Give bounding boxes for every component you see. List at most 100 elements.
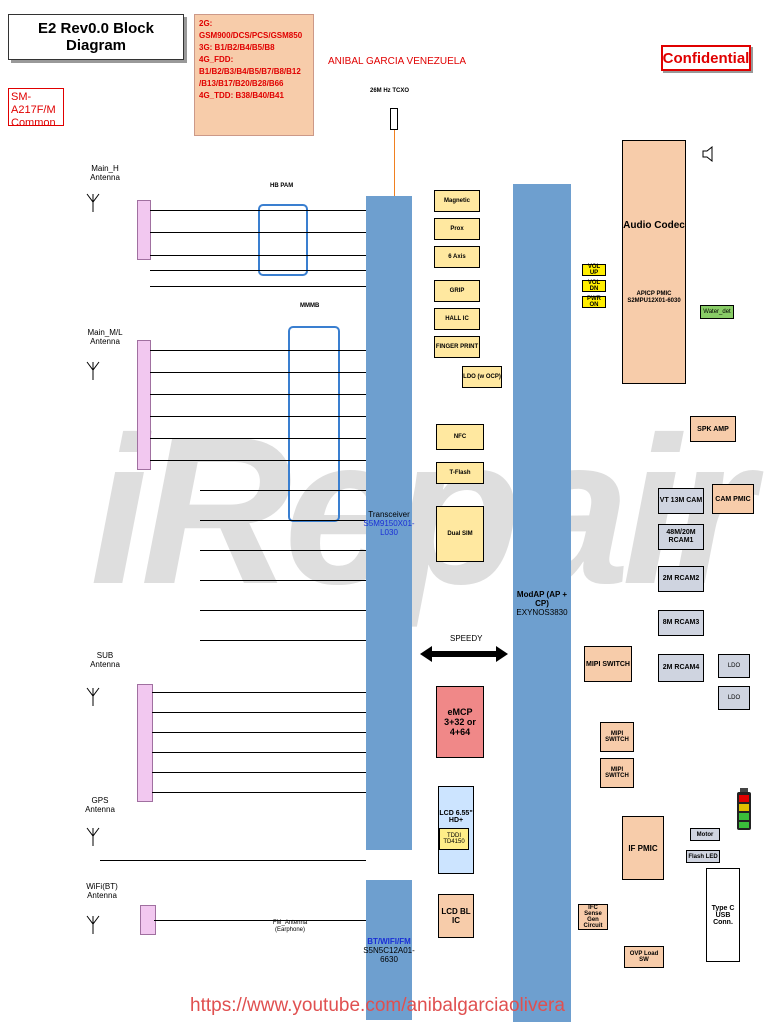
flash-led-block: Flash LED: [686, 850, 720, 863]
lcd-label: LCD 6.55" HD+: [439, 810, 473, 824]
watermark-logo: iRepair: [90, 393, 754, 628]
band-line: 3G: B1/B2/B4/B5/B8: [199, 43, 275, 52]
mipi-switch: MIPI SWITCH: [600, 722, 634, 752]
rf-wire: [150, 416, 366, 417]
audio-codec-block: Audio Codec APICP PMIC S2MPU12X01-6030: [622, 140, 686, 384]
rf-wire: [150, 438, 366, 439]
modap-label: ModAP (AP + CP): [516, 589, 568, 608]
antenna-label: Main_H Antenna: [90, 164, 120, 182]
diagram-title: E2 Rev0.0 Block Diagram: [8, 14, 184, 60]
camera-rcam1: 48M/20M RCAM1: [658, 524, 704, 550]
rf-wire: [150, 270, 366, 271]
pwr-on-button: PWR ON: [582, 296, 606, 308]
band-line: 4G_TDD: B38/B40/B41: [199, 91, 284, 100]
audio-codec-label: Audio Codec: [623, 219, 685, 231]
cam-pmic-block: CAM PMIC: [712, 484, 754, 514]
antenna-switch: [137, 340, 151, 470]
tcxo-crystal: [390, 108, 398, 130]
mipi-switch: MIPI SWITCH: [600, 758, 634, 788]
band-line: /B13/B17/B20/B28/B66: [199, 79, 284, 88]
rf-wire: [152, 772, 366, 773]
nfc-block: NFC: [436, 424, 484, 450]
antenna-icon: [86, 915, 100, 934]
wifi-chip: BT/WIFI/FM S5N5C12A01-6630: [363, 880, 415, 1020]
water-det-block: Water_det: [700, 305, 734, 319]
modap-part: EXYNOS3830: [516, 607, 568, 617]
spk-amp-block: SPK AMP: [690, 416, 736, 442]
band-line: 4G_FDD: B1/B2/B3/B4/B5/B7/B8/B12: [199, 55, 301, 76]
motor-block: Motor: [690, 828, 720, 841]
tcxo-label: 26M Hz TCXO: [370, 88, 410, 94]
band-line: 2G: GSM900/DCS/PCS/GSM850: [199, 19, 303, 40]
rf-wire: [152, 732, 366, 733]
model-label: SM-A217F/M Common: [8, 88, 64, 129]
antenna-switch: [137, 200, 151, 260]
if-pmic-block: IF PMIC: [622, 816, 664, 880]
clock-wire: [394, 130, 395, 196]
tflash-block: T-Flash: [436, 462, 484, 484]
vol-up-button: VOL UP: [582, 264, 606, 276]
confidential-badge: Confidential: [661, 45, 751, 71]
rf-wire: [200, 490, 366, 491]
youtube-link[interactable]: https://www.youtube.com/anibalgarciaoliv…: [190, 995, 565, 1016]
rf-wire: [154, 920, 366, 921]
rf-wire: [150, 460, 366, 461]
rf-wire: [200, 520, 366, 521]
tddi-block: TDDI TD4150: [439, 828, 469, 850]
band-list: 2G: GSM900/DCS/PCS/GSM850 3G: B1/B2/B4/B…: [194, 14, 314, 136]
speaker-icon: [702, 146, 713, 162]
battery-icon: [737, 788, 751, 830]
transceiver-label: Transceiver: [368, 509, 410, 519]
wifi-part: S5N5C12A01-6630: [363, 945, 415, 964]
camera-vt: VT 13M CAM: [658, 488, 704, 514]
rf-wire: [150, 350, 366, 351]
type-c-connector: Type C USB Conn.: [706, 868, 740, 962]
lcd-bl-block: LCD BL IC: [438, 894, 474, 938]
antenna-label: WiFi(BT) Antenna: [86, 882, 118, 900]
camera-rcam4: 2M RCAM4: [658, 654, 704, 682]
rf-wire: [150, 286, 366, 287]
sensor-grip: GRIP: [434, 280, 480, 302]
author-label: ANIBAL GARCIA VENEZUELA: [328, 56, 467, 67]
rf-wire: [150, 372, 366, 373]
rf-wire: [150, 232, 366, 233]
rf-wire: [200, 580, 366, 581]
rf-wire: [200, 610, 366, 611]
transceiver-part: S5M9150X01-L030: [363, 518, 415, 537]
antenna-label: SUB Antenna: [90, 651, 120, 669]
antenna-icon: [86, 827, 100, 846]
emcp-block: eMCP 3+32 or 4+64: [436, 686, 484, 758]
rf-wire: [152, 752, 366, 753]
antenna-label: Main_M/L Antenna: [87, 328, 123, 346]
antenna-icon: [86, 687, 100, 706]
rf-wire: [150, 394, 366, 395]
rf-wire: [150, 255, 366, 256]
antenna-label: GPS Antenna: [85, 796, 115, 814]
sensor-fingerprint: FINGER PRINT: [434, 336, 480, 358]
rf-wire: [152, 692, 366, 693]
sensor-hall: HALL IC: [434, 308, 480, 330]
antenna-icon: [86, 361, 100, 380]
camera-rcam2: 2M RCAM2: [658, 566, 704, 592]
transceiver-chip: Transceiver S5M9150X01-L030: [363, 196, 415, 850]
mmmb-block: [288, 326, 340, 522]
ldo-block: LDO: [718, 686, 750, 710]
rf-wire: [200, 640, 366, 641]
sensor-prox: Prox: [434, 218, 480, 240]
ldo-ocp: LDO (w OCP): [462, 366, 502, 388]
camera-rcam3: 8M RCAM3: [658, 610, 704, 636]
ldo-block: LDO: [718, 654, 750, 678]
antenna-label: FM_Antenna (Earphone): [272, 920, 308, 933]
vol-dn-button: VOL DN: [582, 280, 606, 292]
wifi-label: BT/WIFI/FM: [367, 936, 411, 946]
ifc-sense-block: IFC Sense Gen Circuit: [578, 904, 608, 930]
mmmb-label: MMMB: [300, 303, 320, 309]
speedy-arrow: [420, 646, 508, 662]
antenna-switch: [137, 684, 153, 802]
speedy-label: SPEEDY: [450, 634, 483, 643]
rf-wire: [152, 712, 366, 713]
antenna-icon: [86, 193, 100, 212]
sensor-6axis: 6 Axis: [434, 246, 480, 268]
apcp-pmic-label: APICP PMIC S2MPU12X01-6030: [627, 290, 681, 304]
lcd-block: LCD 6.55" HD+ TDDI TD4150: [438, 786, 474, 874]
